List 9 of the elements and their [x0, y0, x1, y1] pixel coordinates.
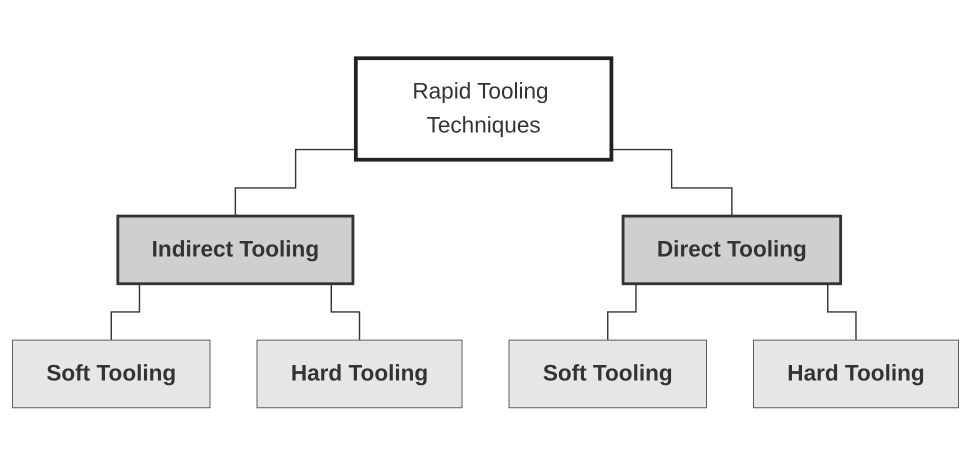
connector: [611, 148, 733, 217]
node-box: Hard Tooling: [256, 340, 462, 408]
connector: [234, 148, 356, 217]
node-box: Indirect Tooling: [116, 214, 354, 286]
node-box: Soft Tooling: [508, 340, 707, 408]
node-box: Soft Tooling: [12, 340, 210, 408]
node-box: Hard Tooling: [753, 340, 959, 408]
node-box: Rapid Tooling Techniques: [354, 56, 614, 162]
node-box: Direct Tooling: [622, 214, 842, 286]
